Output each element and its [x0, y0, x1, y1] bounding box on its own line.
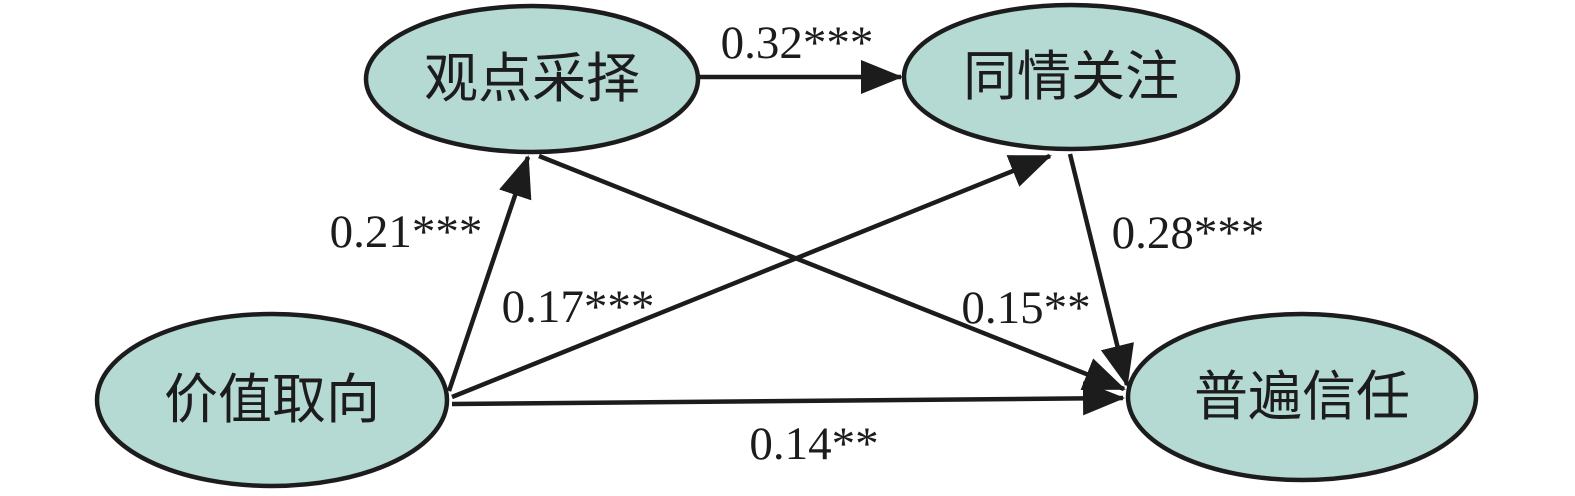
node-perspective-taking: 观点采择: [363, 3, 701, 155]
edge-label-0-32: 0.32***: [721, 17, 874, 69]
node-ellipse-empathic-concern: [901, 2, 1241, 152]
edge-label-0-14: 0.14**: [749, 418, 878, 470]
node-general-trust: 普遍信任: [1125, 311, 1479, 483]
node-label-perspective-taking: 观点采择: [424, 49, 640, 109]
edge-label-0-15: 0.15**: [961, 282, 1090, 334]
arrow-perspective-taking-to-general-trust: [538, 153, 1126, 392]
node-label-general-trust: 普遍信任: [1194, 367, 1410, 427]
arrow-value-orientation-to-empathic-concern: [451, 153, 1052, 400]
edge-label-0-21: 0.21***: [330, 206, 483, 258]
node-empathic-concern: 同情关注: [901, 2, 1241, 152]
edge-label-0-17: 0.17***: [502, 281, 655, 333]
arrow-value-orientation-to-perspective-taking: [446, 155, 532, 392]
node-label-value-orientation: 价值取向: [164, 370, 380, 430]
arrow-empathic-concern-to-general-trust: [1067, 153, 1134, 387]
node-value-orientation: 价值取向: [94, 311, 450, 489]
node-ellipse-general-trust: [1125, 311, 1479, 483]
arrow-value-orientation-to-general-trust: [451, 381, 1125, 416]
node-ellipse-value-orientation: [94, 311, 450, 489]
node-ellipse-perspective-taking: [363, 3, 701, 155]
edge-label-0-28: 0.28***: [1112, 207, 1265, 259]
node-label-empathic-concern: 同情关注: [963, 47, 1179, 107]
